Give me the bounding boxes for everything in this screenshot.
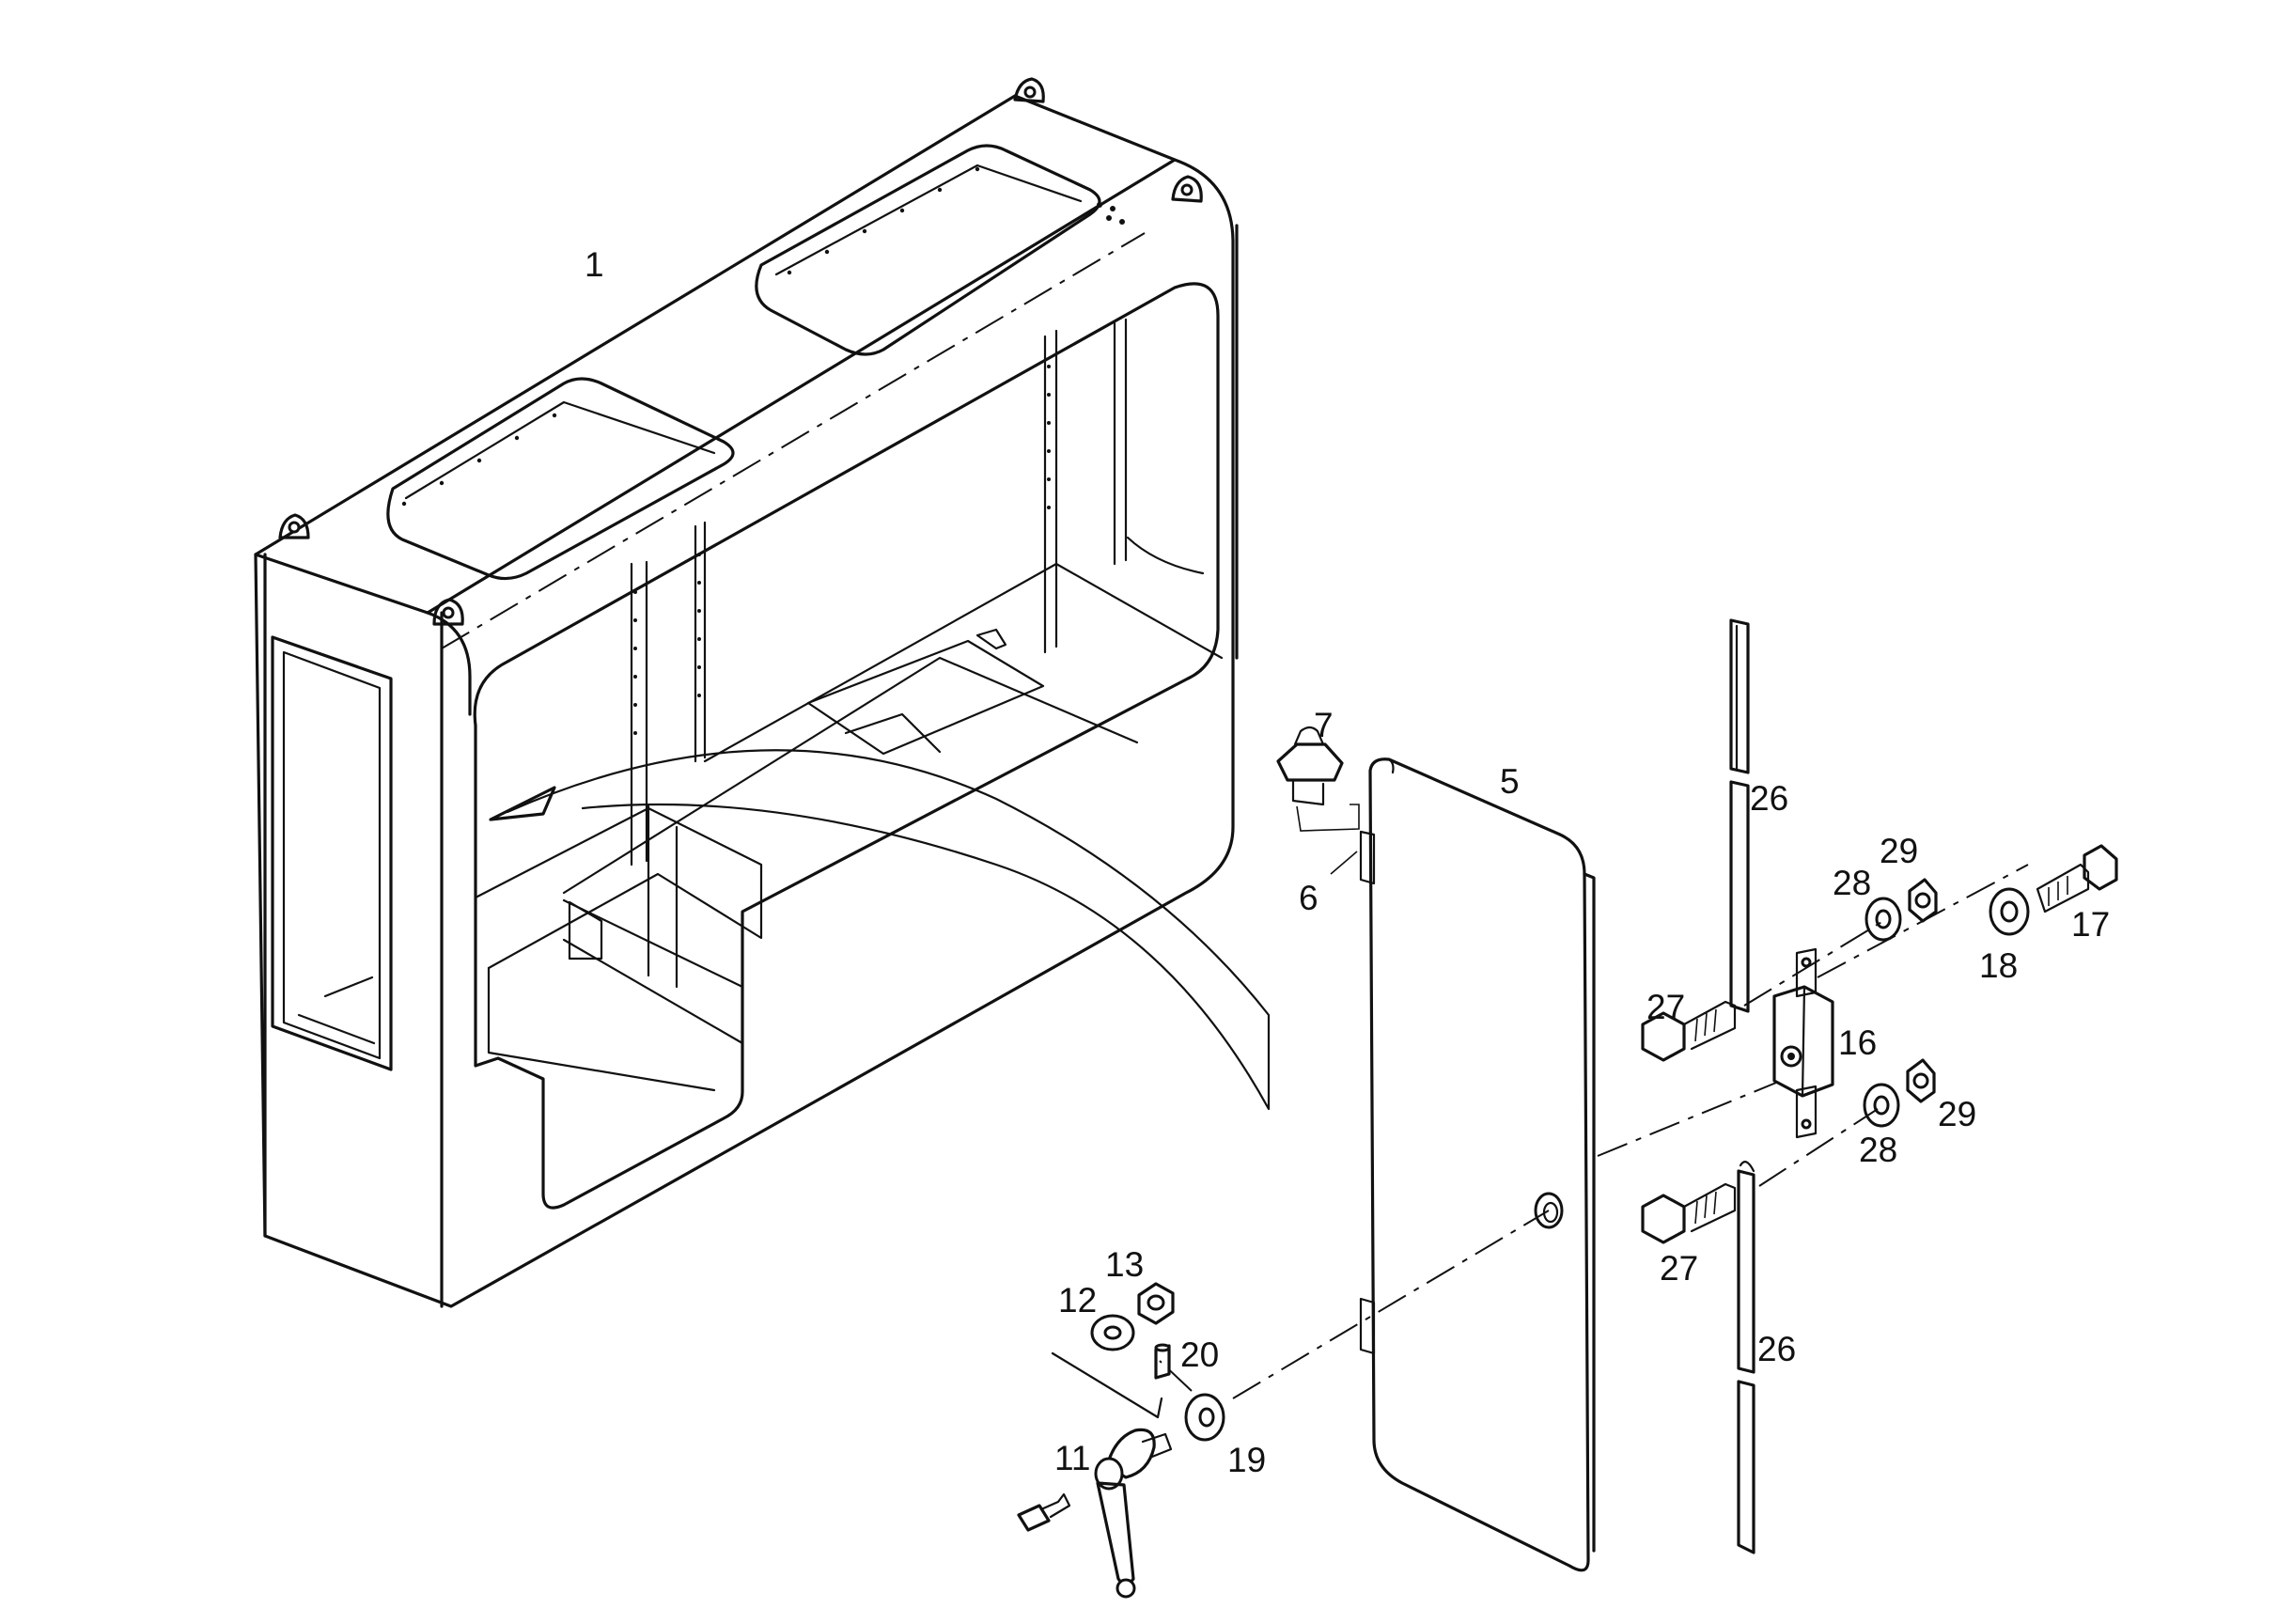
label-part-28-upper: 28 <box>1833 864 1871 902</box>
washer-19 <box>1184 1393 1225 1442</box>
label-part-26-lower: 26 <box>1757 1330 1796 1368</box>
part-labels: 1 5 6 7 11 12 13 16 17 18 19 20 26 26 27… <box>585 245 2110 1479</box>
label-part-29-lower: 29 <box>1938 1095 1976 1133</box>
nut-29-lower <box>1906 1058 1936 1103</box>
bolt-27-upper <box>1641 1000 1737 1062</box>
nut-29-upper <box>1908 878 1938 923</box>
pin-20 <box>1154 1343 1171 1380</box>
label-part-16: 16 <box>1838 1023 1877 1062</box>
washer-18 <box>1989 887 2030 936</box>
label-part-1: 1 <box>585 245 604 284</box>
label-part-26-upper: 26 <box>1750 779 1788 818</box>
label-part-5: 5 <box>1500 762 1520 801</box>
label-part-29-upper: 29 <box>1880 832 1918 870</box>
bolt-17 <box>2036 844 2118 914</box>
washer-28-lower <box>1863 1083 1900 1128</box>
label-part-19: 19 <box>1227 1441 1266 1479</box>
bolt-27-lower <box>1641 1182 1737 1244</box>
washer-28-upper <box>1865 897 1902 942</box>
handle-11 <box>1017 1351 1173 1599</box>
grease-nipple <box>1276 726 1360 875</box>
washer-12 <box>1090 1314 1135 1351</box>
nut-13 <box>1137 1282 1175 1325</box>
label-part-6: 6 <box>1299 879 1318 917</box>
label-part-11: 11 <box>1054 1439 1090 1477</box>
label-part-27-upper: 27 <box>1646 988 1685 1026</box>
label-part-20: 20 <box>1180 1335 1219 1374</box>
label-part-12: 12 <box>1058 1281 1097 1320</box>
label-part-13: 13 <box>1105 1245 1144 1284</box>
assembly-center-lines <box>1159 864 2029 1399</box>
lock-box <box>1772 947 1834 1139</box>
seal-strips <box>1729 618 1755 1554</box>
label-part-18: 18 <box>1979 946 2018 985</box>
label-part-17: 17 <box>2071 905 2110 944</box>
label-part-28-lower: 28 <box>1859 1131 1897 1169</box>
cab-frame <box>254 77 1271 1308</box>
door-panel <box>1359 757 1596 1572</box>
label-part-7: 7 <box>1314 706 1334 744</box>
label-part-27-lower: 27 <box>1660 1249 1698 1288</box>
